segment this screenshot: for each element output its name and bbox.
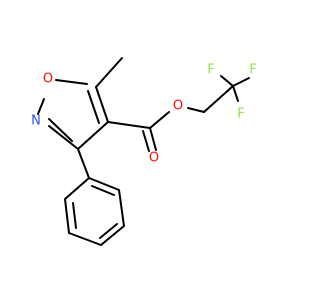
bond-c3-n2 <box>48 125 79 150</box>
bond-carbonyl-ester-o <box>149 111 170 129</box>
bond-ph3-ph4-inner <box>99 223 118 239</box>
atom-labels: O N O O F F F <box>31 63 257 166</box>
bond-c4-c3 <box>77 121 109 150</box>
bond-ph1-ph2 <box>88 177 120 191</box>
bond-cf3-f-top-left <box>220 75 234 87</box>
bond-ph2-ph3 <box>118 189 125 227</box>
bond-ph4-ph5 <box>68 232 102 246</box>
bond-cf3-f-top-right <box>232 77 250 87</box>
fluorine-top-left-label: F <box>207 63 214 78</box>
bond-c5-c4 <box>95 86 109 123</box>
ring-nitrogen-label: N <box>31 114 41 129</box>
fluorine-right-label: F <box>237 107 244 122</box>
bond-c3-phenyl <box>77 148 90 179</box>
bond-ester-o-ch2 <box>187 107 205 113</box>
molecule-structure: O N O O F F F <box>31 57 257 246</box>
bond-carbonyl-double-b <box>142 130 150 152</box>
bond-ph3-ph4 <box>100 225 125 246</box>
bond-c4-carbonyl <box>107 121 151 129</box>
bond-o1-c5 <box>55 79 88 85</box>
carbonyl-oxygen-label: O <box>149 151 159 166</box>
bond-o1-n2 <box>37 98 45 115</box>
bond-ph5-ph6 <box>64 198 70 234</box>
bond-carbonyl-double-a <box>149 127 157 151</box>
bond-c5-methyl <box>95 57 123 88</box>
bond-c3-n2-double <box>48 118 73 142</box>
fluorine-top-right-label: F <box>249 63 256 78</box>
bonds <box>37 57 250 246</box>
bond-ph6-ph1 <box>64 177 90 200</box>
bond-cf3-f-right <box>232 85 239 102</box>
bond-c5-c4-double <box>87 90 100 124</box>
ring-oxygen-label: O <box>43 72 53 87</box>
bond-ch2-cf3 <box>203 85 234 113</box>
bond-ph5-ph6-inner <box>72 202 77 229</box>
bond-ph1-ph2-inner <box>91 185 115 196</box>
ester-oxygen-label: O <box>173 99 183 114</box>
